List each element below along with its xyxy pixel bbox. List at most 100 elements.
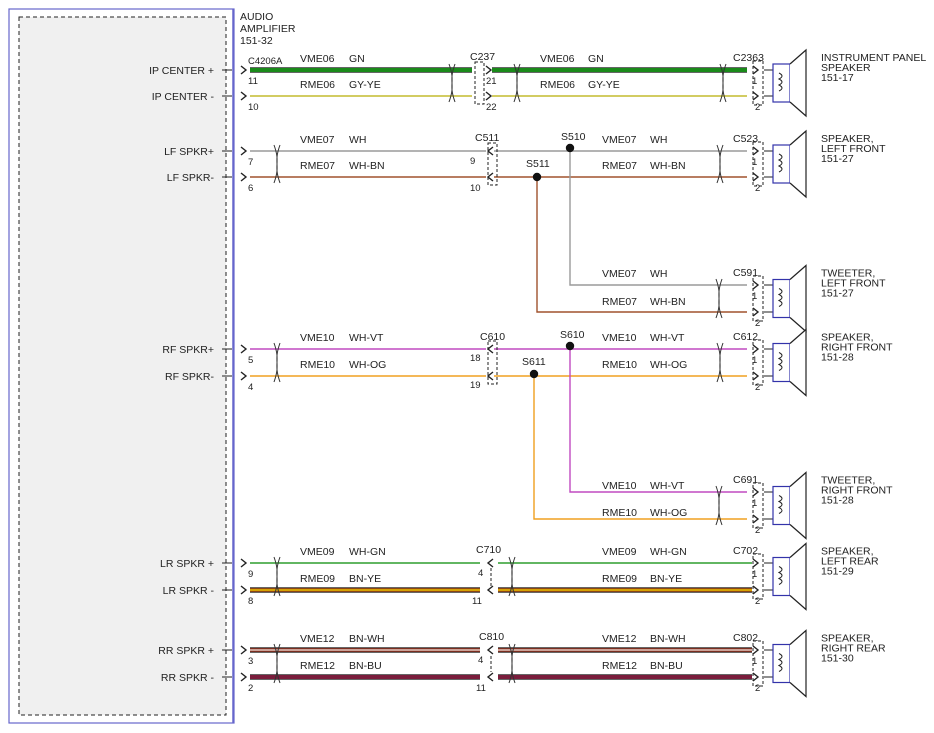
wire-color-label: GN: [588, 53, 604, 65]
speaker-pin-arrow: [752, 514, 760, 524]
speaker-pin-number: 1: [752, 355, 757, 366]
speaker-pin-number: 2: [755, 318, 760, 329]
connector-c511-label: C511: [475, 132, 499, 144]
speaker-name-line: 151-27: [821, 153, 854, 165]
wire-lf-tweeter-minus: [536, 177, 747, 313]
splice-s510-label: S510: [561, 131, 586, 143]
module-pin-number: 10: [248, 102, 259, 113]
speaker-pin-number: 1: [752, 656, 757, 667]
twist-ip-2: [513, 63, 521, 103]
twist-rft: [715, 485, 723, 526]
module-pin-number: 11: [248, 76, 258, 87]
wire-circuit-label: RME09: [300, 573, 335, 585]
module-pin-number: 5: [248, 355, 253, 366]
speaker-connector-label: C2363: [733, 52, 764, 64]
speaker-pin-arrow: [752, 65, 760, 75]
module-pin-arrow: [240, 146, 248, 156]
inline-arrow: [486, 585, 494, 595]
wire-color-label: BN-YE: [349, 573, 381, 585]
module-pin-arrow: [240, 65, 248, 75]
speaker-name-line: RIGHT REAR: [821, 643, 886, 655]
twist-rf-1: [273, 342, 281, 383]
splice-s610: [565, 341, 575, 351]
speaker-pin-arrow: [752, 344, 760, 354]
wire-circuit-label: RME10: [602, 507, 637, 519]
speaker-name-line: RIGHT FRONT: [821, 485, 893, 497]
module-pin-label: RF SPKR+: [162, 344, 214, 356]
speaker-connector-label: C591: [733, 267, 758, 279]
wire-circuit-label: VME10: [602, 480, 637, 492]
speaker-name-line: TWEETER,: [821, 475, 875, 487]
speaker-connector-box: [752, 141, 764, 187]
wire-circuit-label: RME07: [300, 160, 335, 172]
module-pin-arrow: [240, 672, 248, 682]
speaker-connector-label: C691: [733, 474, 758, 486]
twist-ip-3: [719, 63, 727, 103]
speaker-connector-box: [752, 482, 764, 529]
wire-color-label: BN-YE: [650, 573, 682, 585]
connector-c810-pin: 11: [476, 683, 486, 694]
speaker-cone-icon: [789, 264, 807, 333]
speaker-name-line: 151-27: [821, 288, 854, 300]
speaker-coil-icon: [777, 352, 783, 371]
splice-s610-label: S610: [560, 329, 585, 341]
wire-color-label: WH: [349, 134, 367, 146]
module-connector-label: C4206A: [248, 56, 283, 67]
wire-color-label: WH: [650, 268, 668, 280]
wire-color-label: WH-OG: [349, 359, 386, 371]
speaker-connector-box: [752, 640, 764, 687]
speaker-coil-icon: [777, 72, 783, 92]
wire-circuit-label: VME10: [602, 332, 637, 344]
speaker-pin-arrow: [752, 558, 760, 568]
wire-color-label: WH-VT: [650, 480, 685, 492]
speaker-cone-icon: [789, 328, 807, 397]
wire-circuit-label: RME07: [602, 160, 637, 172]
twist-rr-1: [273, 643, 281, 684]
module-pin-arrow: [240, 558, 248, 568]
speaker-name-line: LEFT FRONT: [821, 278, 886, 290]
speaker-name-line: LEFT FRONT: [821, 143, 886, 155]
speaker-connector-label: C612: [733, 331, 758, 343]
wire-lf-tweeter-plus: [569, 148, 747, 286]
module-pin-arrow: [240, 172, 248, 182]
speaker-pin-arrow: [752, 172, 760, 182]
module-name-line-3: 151-32: [240, 35, 273, 47]
connector-c237-pin: 22: [486, 102, 497, 113]
module-pin-number: 2: [248, 683, 253, 694]
speaker-pin-arrow: [752, 146, 760, 156]
wire-circuit-label: VME09: [602, 546, 637, 558]
speaker-name-line: 151-28: [821, 352, 854, 364]
speaker-pin-number: 1: [752, 157, 757, 168]
speaker-pin-number: 2: [755, 102, 760, 113]
wires: [240, 61, 760, 684]
wire-color-label: BN-WH: [349, 633, 385, 645]
connector-c237-label: C237: [470, 51, 495, 63]
module-pin-label: LR SPKR +: [160, 558, 214, 570]
speaker-pin-number: 2: [755, 683, 760, 694]
inline-arrow: [486, 172, 494, 182]
wire-color-label: WH-BN: [650, 160, 686, 172]
inline-arrow: [486, 371, 494, 381]
connector-c610-pin: 18: [470, 353, 481, 364]
wire-circuit-label: VME07: [300, 134, 335, 146]
module-pin-label: RF SPKR-: [165, 371, 215, 383]
speaker-pin-arrow: [752, 487, 760, 497]
twist-lf-1: [273, 144, 281, 184]
connector-c511: [487, 142, 498, 186]
speaker-name-line: 151-28: [821, 495, 854, 507]
wire-circuit-label: RME09: [602, 573, 637, 585]
speaker-coil-icon: [777, 495, 783, 514]
speaker-pin-number: 1: [752, 498, 757, 509]
wire-circuit-label: RME07: [602, 296, 637, 308]
wire-color-label: WH-BN: [349, 160, 385, 172]
wire-color-label: GY-YE: [588, 79, 620, 91]
module-pin-number: 7: [248, 157, 253, 168]
speaker-connector-box: [752, 60, 764, 106]
module-name-line-1: AUDIO: [240, 11, 273, 23]
